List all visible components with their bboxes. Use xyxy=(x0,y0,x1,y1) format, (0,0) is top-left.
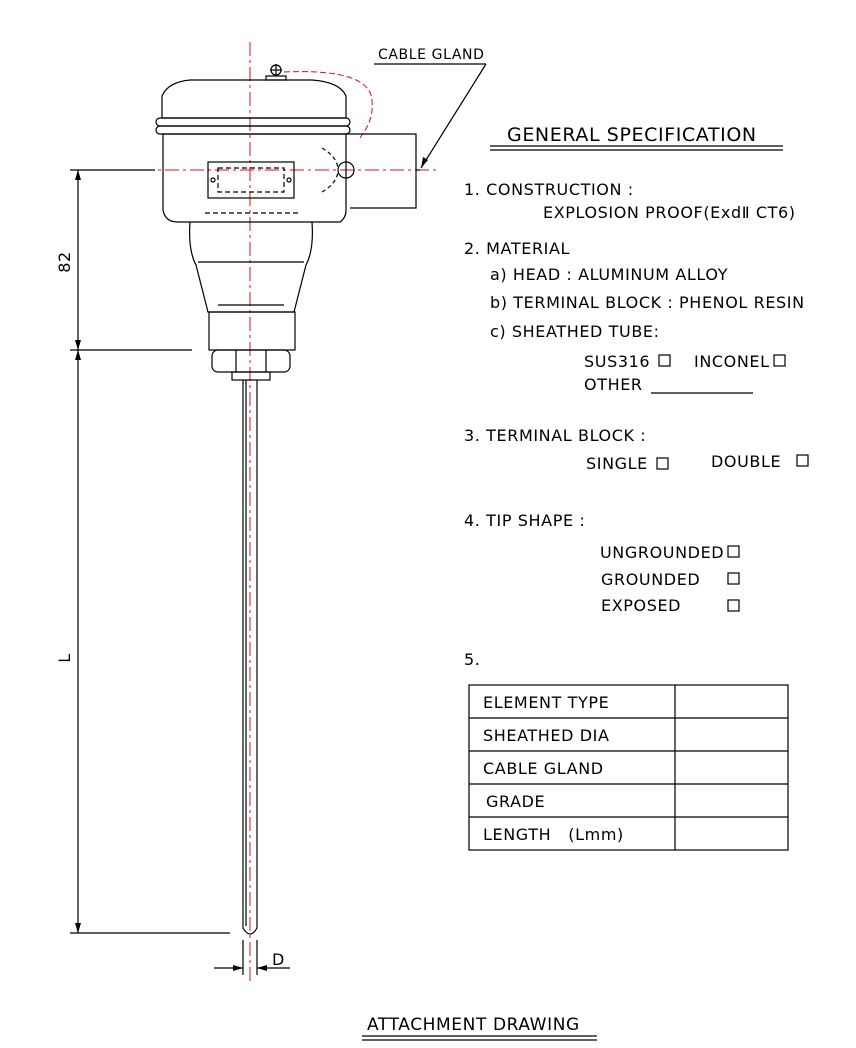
option-inconel: INCONEL xyxy=(694,352,770,371)
spec-table: ELEMENT TYPE SHEATHED DIA CABLE GLAND GR… xyxy=(468,684,789,851)
sensor-drawing: 82 L D CABLE GLAND xyxy=(55,42,487,985)
sheathed-tube xyxy=(242,380,258,935)
table-row: SHEATHED DIA xyxy=(483,726,610,745)
row-label-element-type: ELEMENT TYPE xyxy=(483,693,609,712)
option-sus316: SUS316 xyxy=(584,352,650,371)
checkbox-sus316[interactable] xyxy=(658,354,671,367)
checkbox-grounded[interactable] xyxy=(727,572,740,585)
ground-wire xyxy=(283,71,373,139)
head-neck xyxy=(189,221,313,313)
row-label-sheathed-dia: SHEATHED DIA xyxy=(483,726,610,745)
cable-gland-label: CABLE GLAND xyxy=(378,47,484,63)
general-specification: GENERAL SPECIFICATION 1. CONSTRUCTION : … xyxy=(464,124,809,851)
cable-gland-callout: CABLE GLAND xyxy=(374,47,487,169)
checkbox-exposed[interactable] xyxy=(727,599,740,612)
row-label-length: LENGTH (Lmm) xyxy=(483,825,624,844)
cover-ring-lower xyxy=(155,125,351,135)
checkbox-single[interactable] xyxy=(656,457,669,470)
option-double: DOUBLE xyxy=(711,452,781,471)
dimension-d-label: D xyxy=(272,950,285,969)
cable-entry xyxy=(337,161,355,179)
footer: ATTACHMENT DRAWING xyxy=(362,1015,597,1041)
footer-title: ATTACHMENT DRAWING xyxy=(367,1015,580,1035)
construction-heading: 1. CONSTRUCTION : xyxy=(464,180,634,199)
option-single: SINGLE xyxy=(586,454,648,473)
checkbox-ungrounded[interactable] xyxy=(727,545,740,558)
dimension-l-label: L xyxy=(55,653,74,663)
cover-ring-upper xyxy=(155,117,351,127)
table-row: LENGTH (Lmm) xyxy=(483,825,624,844)
construction-value: EXPLOSION PROOF(ExdⅡ CT6) xyxy=(543,203,796,222)
row-label-grade: GRADE xyxy=(486,792,545,811)
cap-bolt xyxy=(265,64,287,81)
tip-shape-heading: 4. TIP SHAPE : xyxy=(464,511,585,530)
dimension-82: 82 xyxy=(55,169,192,351)
item5-heading: 5. xyxy=(464,650,480,669)
terminal-block-heading: 3. TERMINAL BLOCK : xyxy=(464,426,646,445)
material-heading: 2. MATERIAL xyxy=(464,239,570,258)
checkbox-double[interactable] xyxy=(796,454,809,467)
dimension-82-label: 82 xyxy=(55,251,74,273)
table-row: GRADE xyxy=(486,792,545,811)
nameplate xyxy=(207,161,295,199)
table-row: CABLE GLAND xyxy=(483,759,604,778)
option-grounded: GROUNDED xyxy=(601,570,700,589)
checkbox-inconel[interactable] xyxy=(773,354,786,367)
head-cover xyxy=(161,79,347,119)
head-housing xyxy=(162,133,347,223)
row-label-cable-gland: CABLE GLAND xyxy=(483,759,604,778)
cable-gland-boss xyxy=(346,133,417,209)
option-exposed: EXPOSED xyxy=(601,596,681,615)
dimension-l: L xyxy=(55,350,230,934)
hex-nut xyxy=(211,349,291,373)
material-head: a) HEAD : ALUMINUM ALLOY xyxy=(490,265,728,284)
dimension-d: D xyxy=(214,940,290,975)
sheath-collar xyxy=(231,371,271,381)
table-row: ELEMENT TYPE xyxy=(483,693,609,712)
spec-title: GENERAL SPECIFICATION xyxy=(507,124,757,146)
material-sheathed-tube: c) SHEATHED TUBE: xyxy=(490,322,660,341)
thread-fitting xyxy=(208,311,296,351)
option-ungrounded: UNGROUNDED xyxy=(600,543,724,562)
option-other: OTHER xyxy=(584,375,643,394)
material-terminal-block: b) TERMINAL BLOCK : PHENOL RESIN xyxy=(490,293,805,312)
